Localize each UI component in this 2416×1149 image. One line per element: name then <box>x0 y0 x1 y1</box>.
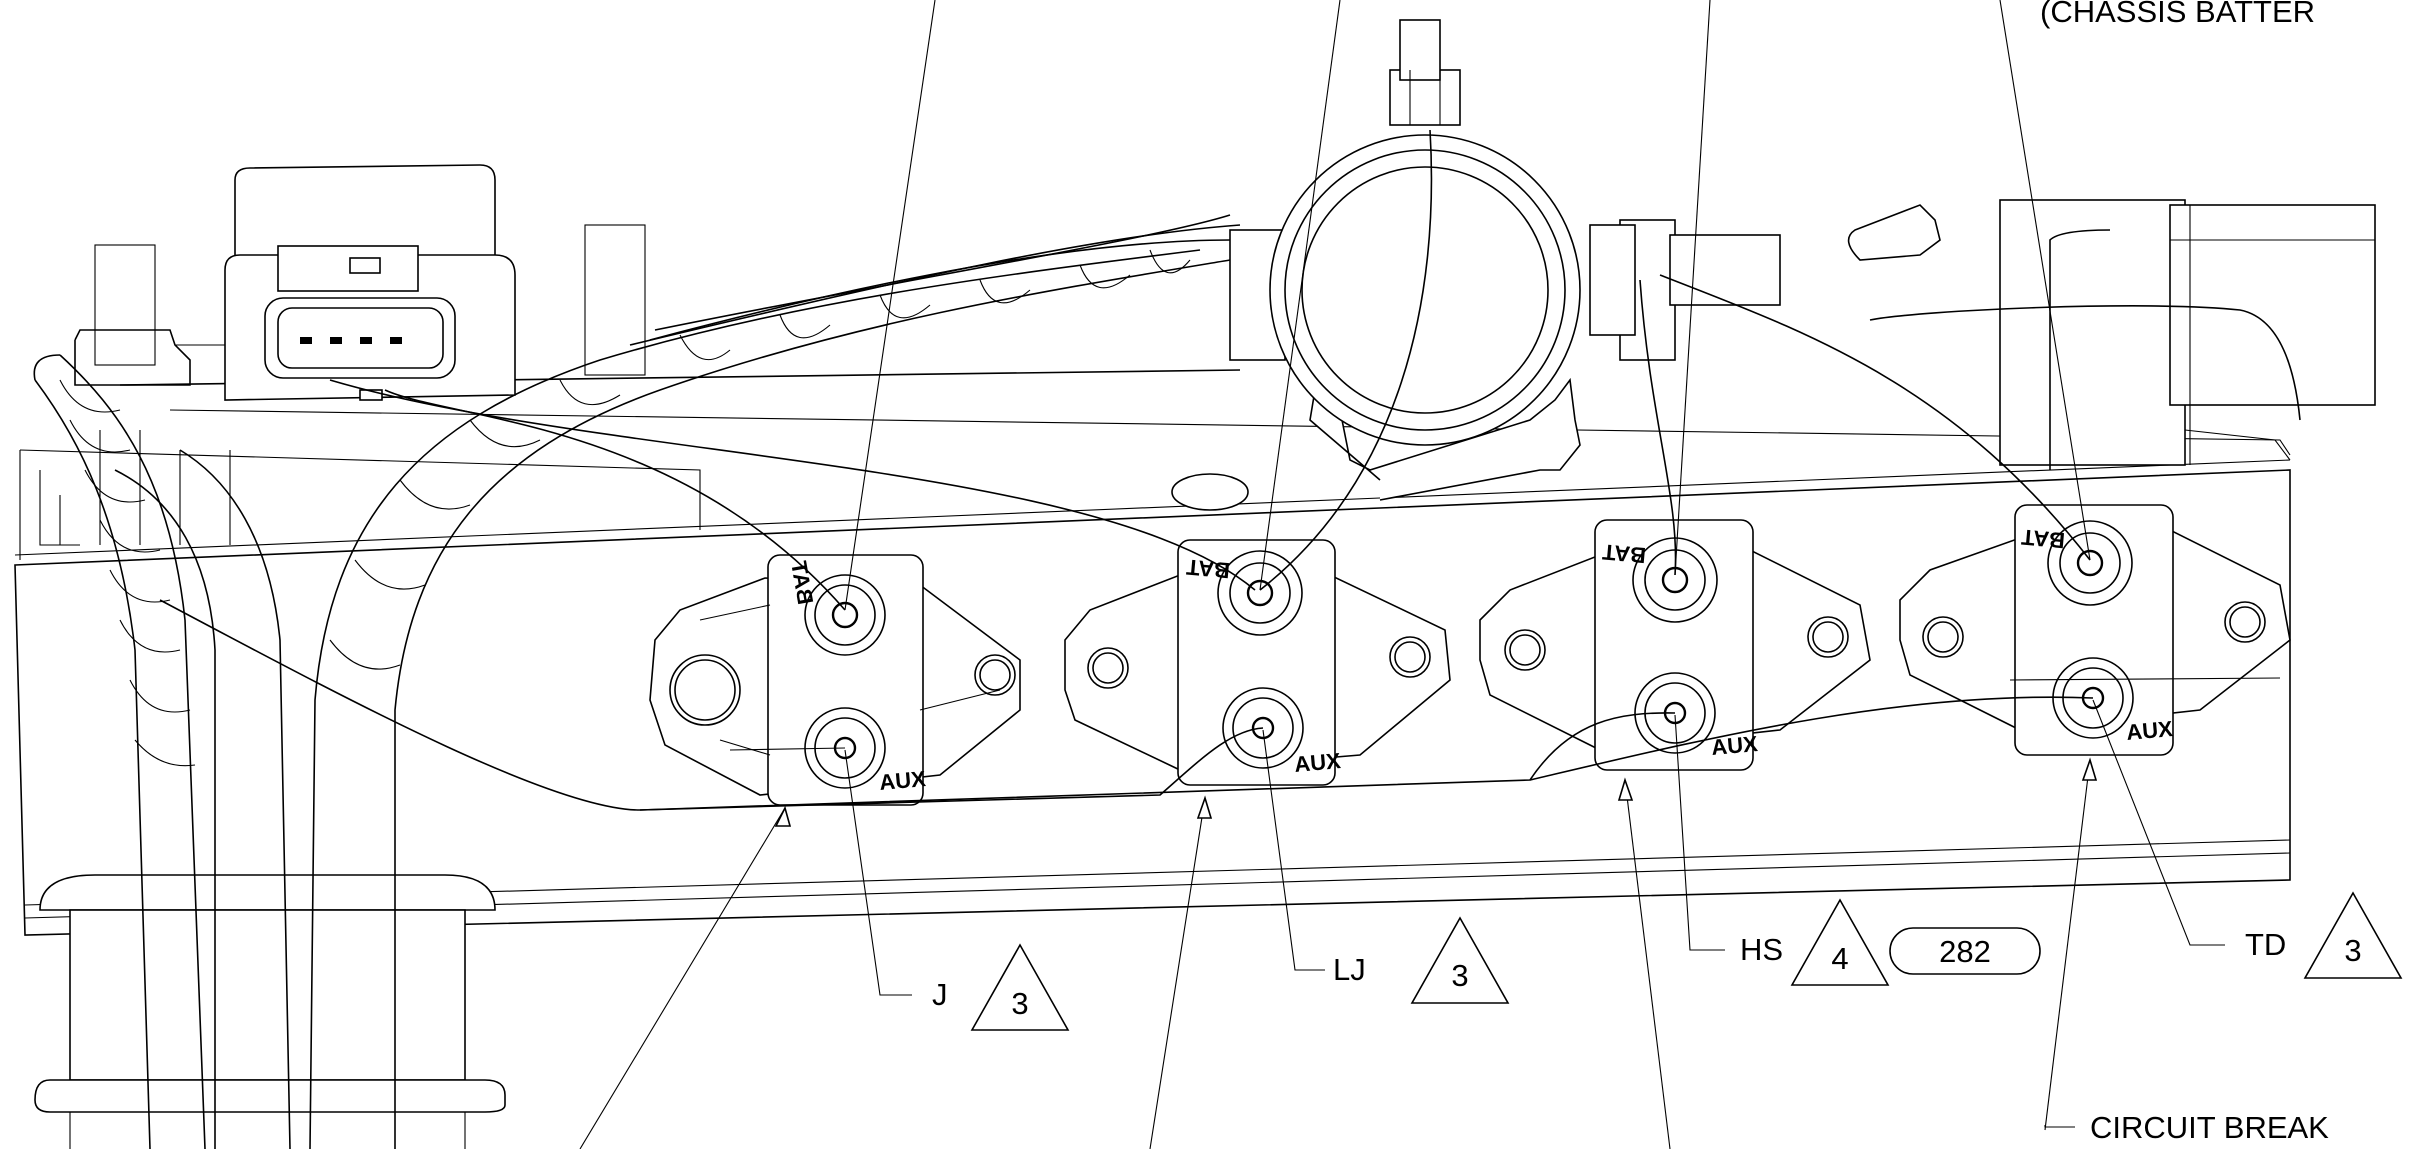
circuit-breaker-lj <box>1064 539 1451 786</box>
revision-triangle-td <box>2303 891 2403 979</box>
revision-triangle-j <box>970 943 1070 1031</box>
chassis-battery-note: (CHASSIS BATTER <box>2040 0 2315 29</box>
callout-leaders <box>579 699 2225 1149</box>
callout-code-lj: LJ <box>1333 952 1366 987</box>
revision-number-hs: 4 <box>1831 941 1848 976</box>
revision-number-td: 3 <box>2344 933 2361 968</box>
callout-code-j: J <box>932 977 948 1012</box>
solenoid-relay <box>1171 19 1781 511</box>
leader-lines <box>844 0 2091 611</box>
aux-label-lj: AUX <box>1293 748 1342 777</box>
callout-lj: LJ 3 <box>1333 916 1510 1004</box>
terminal-wires <box>159 129 2281 811</box>
circuit-breaker-hs <box>1479 519 1871 771</box>
revision-triangle-hs <box>1790 898 1890 986</box>
aux-label-hs: AUX <box>1710 731 1759 760</box>
circuit-breaker-td <box>1899 504 2291 756</box>
callout-code-hs: HS <box>1740 932 1783 967</box>
circuit-breaker-j <box>649 554 1021 806</box>
terminal-labels: BAT AUX BAT AUX BAT AUX BAT AUX <box>786 524 2174 795</box>
circuit-breaker-label: CIRCUIT BREAK <box>2090 1110 2329 1145</box>
bat-label-td: BAT <box>2020 524 2066 553</box>
callout-td: TD 3 <box>2245 891 2403 979</box>
callout-code-td: TD <box>2245 927 2286 962</box>
revision-number-j: 3 <box>1011 986 1028 1021</box>
aux-label-j: AUX <box>878 766 927 795</box>
circuit-breaker-part-number: 100001-00-000 <box>2090 1144 2300 1149</box>
harness-connector <box>224 164 516 401</box>
revision-number-lj: 3 <box>1451 958 1468 993</box>
callout-j: J 3 <box>932 943 1070 1031</box>
aux-label-td: AUX <box>2125 716 2174 745</box>
grommet <box>34 874 506 1149</box>
harness-bundles <box>33 214 1241 1149</box>
bat-label-hs: BAT <box>1601 539 1647 568</box>
reference-balloon-hs <box>1889 927 2041 975</box>
right-component <box>1847 199 2376 470</box>
callout-hs: HS 4 282 <box>1740 898 2041 986</box>
reference-number-hs: 282 <box>1939 934 1991 969</box>
bat-label-lj: BAT <box>1185 554 1231 583</box>
revision-triangle-lj <box>1410 916 1510 1004</box>
